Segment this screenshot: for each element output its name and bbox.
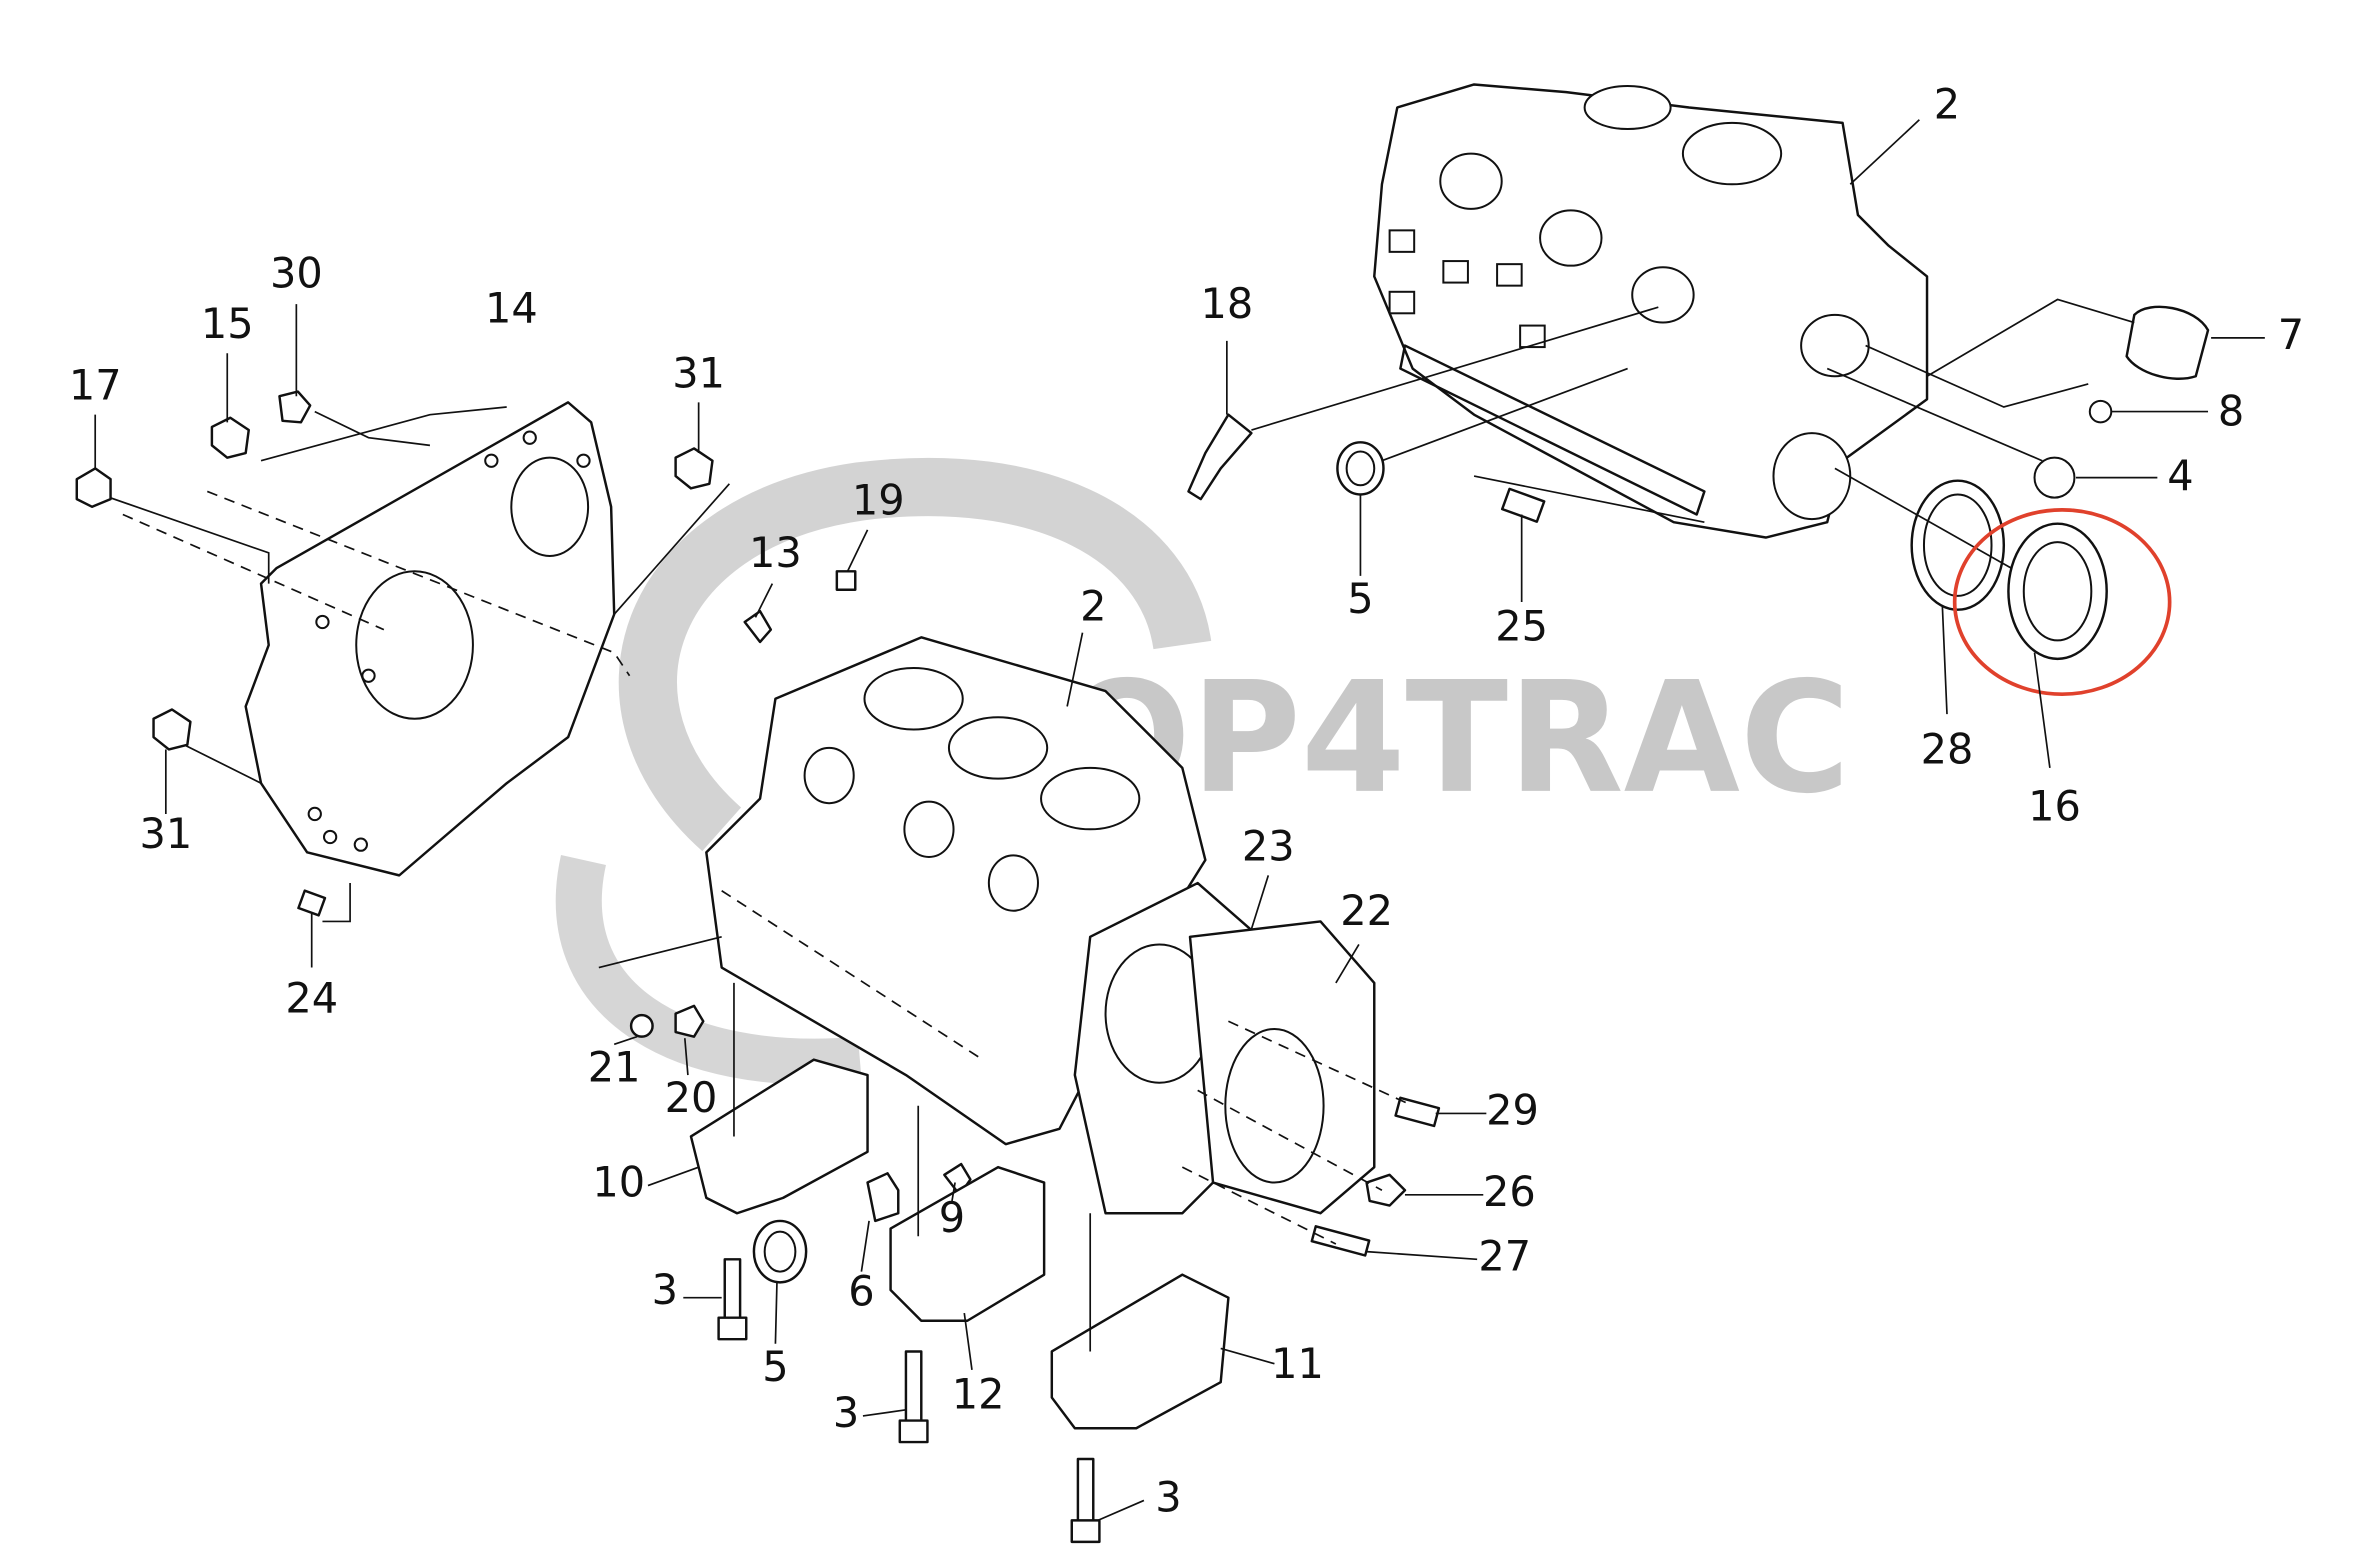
callout-31: 31 [672,349,725,397]
callout-30: 30 [270,249,323,297]
callout-16: 16 [2028,782,2081,830]
callout-5: 5 [762,1343,788,1391]
callout-18: 18 [1200,280,1253,328]
callout-7: 7 [2278,311,2304,359]
callout-25: 25 [1495,603,1548,651]
callout-2: 2 [1080,583,1106,631]
bearing-caps [689,982,1230,1430]
callout-28: 28 [1921,726,1974,774]
callout-21: 21 [588,1043,641,1091]
callout-20: 20 [665,1074,718,1122]
callout-3: 3 [652,1266,678,1314]
callout-10: 10 [592,1159,645,1207]
upper-right-parts [1187,298,2210,661]
callout-2: 2 [1934,81,1960,129]
callout-29: 29 [1486,1086,1539,1134]
callout-19: 19 [852,477,905,525]
callout-5: 5 [1347,575,1373,623]
callout-22: 22 [1340,887,1393,935]
callout-13: 13 [749,529,802,577]
callout-24: 24 [285,974,338,1022]
callout-14: 14 [485,285,538,333]
highlight-circle [1952,508,2172,697]
callout-3: 3 [1155,1473,1181,1521]
callout-27: 27 [1478,1232,1531,1280]
callout-11: 11 [1271,1340,1324,1388]
rear-plate [91,401,730,968]
callout-12: 12 [952,1371,1005,1419]
callout-31: 31 [139,810,192,858]
callout-17: 17 [69,362,122,410]
callouts: 2 7 8 4 28 16 5 25 18 30 14 15 17 31 31 … [69,81,2304,1522]
callout-4: 4 [2167,452,2193,500]
callout-6: 6 [848,1268,874,1316]
callout-26: 26 [1483,1168,1536,1216]
callout-3: 3 [833,1389,859,1437]
leader-lines [94,119,2265,1522]
upper-cylinder-block [1373,83,1929,539]
callout-23: 23 [1242,822,1295,870]
cylinder-block [598,636,1413,1245]
callout-9: 9 [939,1194,965,1242]
callout-8: 8 [2218,388,2244,436]
callout-15: 15 [201,300,254,348]
bolts [75,390,1441,1544]
